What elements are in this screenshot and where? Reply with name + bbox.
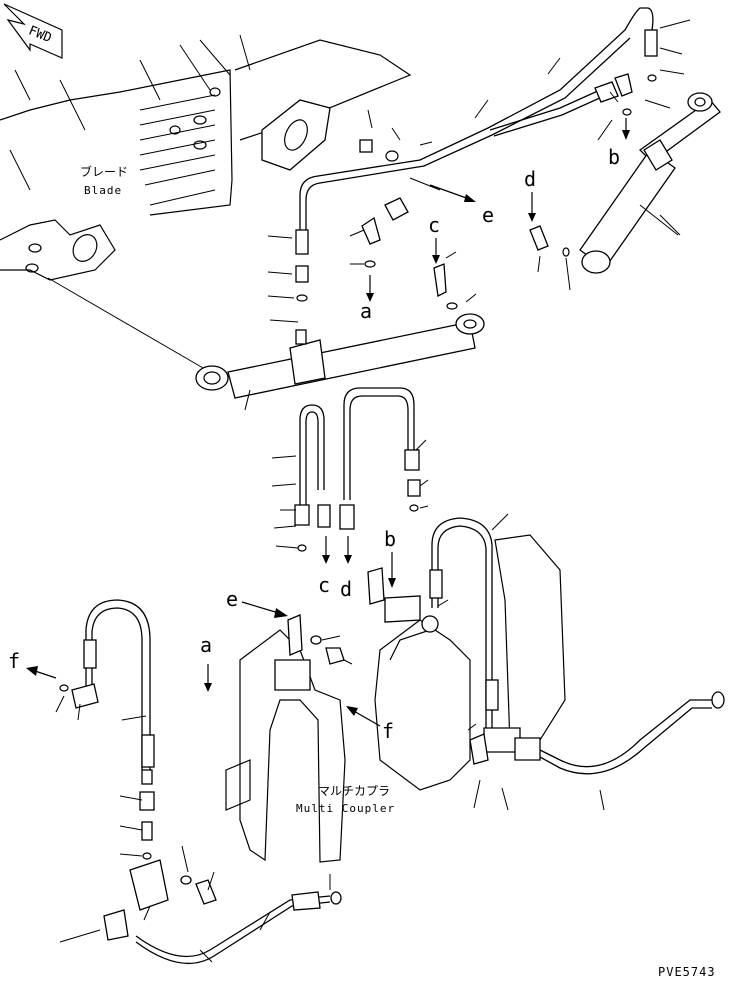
right-blade-cylinder <box>529 92 721 274</box>
middle-u-hoses: c d <box>294 387 421 601</box>
label-markers-top: b d c a e <box>360 118 630 323</box>
label-b-mid: b <box>384 527 396 551</box>
callout-leader-lines <box>55 19 691 943</box>
label-f-right: f <box>382 719 394 743</box>
lower-left-hose-assembly <box>59 599 342 965</box>
blade-frame: ブレード Blade <box>0 34 412 281</box>
coupler-jp-label: マルチカプラ <box>318 784 390 798</box>
fwd-label: FWD <box>26 23 54 46</box>
label-markers-bottom: b e a f f <box>8 527 396 743</box>
label-c-top: c <box>428 213 440 237</box>
label-f-left: f <box>8 649 20 673</box>
label-a-top: a <box>360 299 372 323</box>
fwd-arrow-icon: FWD <box>3 3 63 59</box>
right-side-hoses <box>429 517 725 775</box>
multi-coupler: マルチカプラ Multi Coupler <box>225 534 566 863</box>
blade-en-label: Blade <box>84 184 122 197</box>
label-d-top: d <box>524 167 536 191</box>
label-e-mid: e <box>226 587 238 611</box>
label-e-top: e <box>482 203 494 227</box>
label-c-mid: c <box>318 573 330 597</box>
label-a-mid: a <box>200 633 212 657</box>
label-b-top: b <box>608 145 620 169</box>
drawing-code: PVE5743 <box>658 965 716 979</box>
label-d-mid: d <box>340 577 352 601</box>
coupler-en-label: Multi Coupler <box>296 802 395 815</box>
left-blade-cylinder <box>47 277 485 411</box>
blade-jp-label: ブレード <box>80 164 128 179</box>
upper-hose-assembly <box>295 7 658 310</box>
